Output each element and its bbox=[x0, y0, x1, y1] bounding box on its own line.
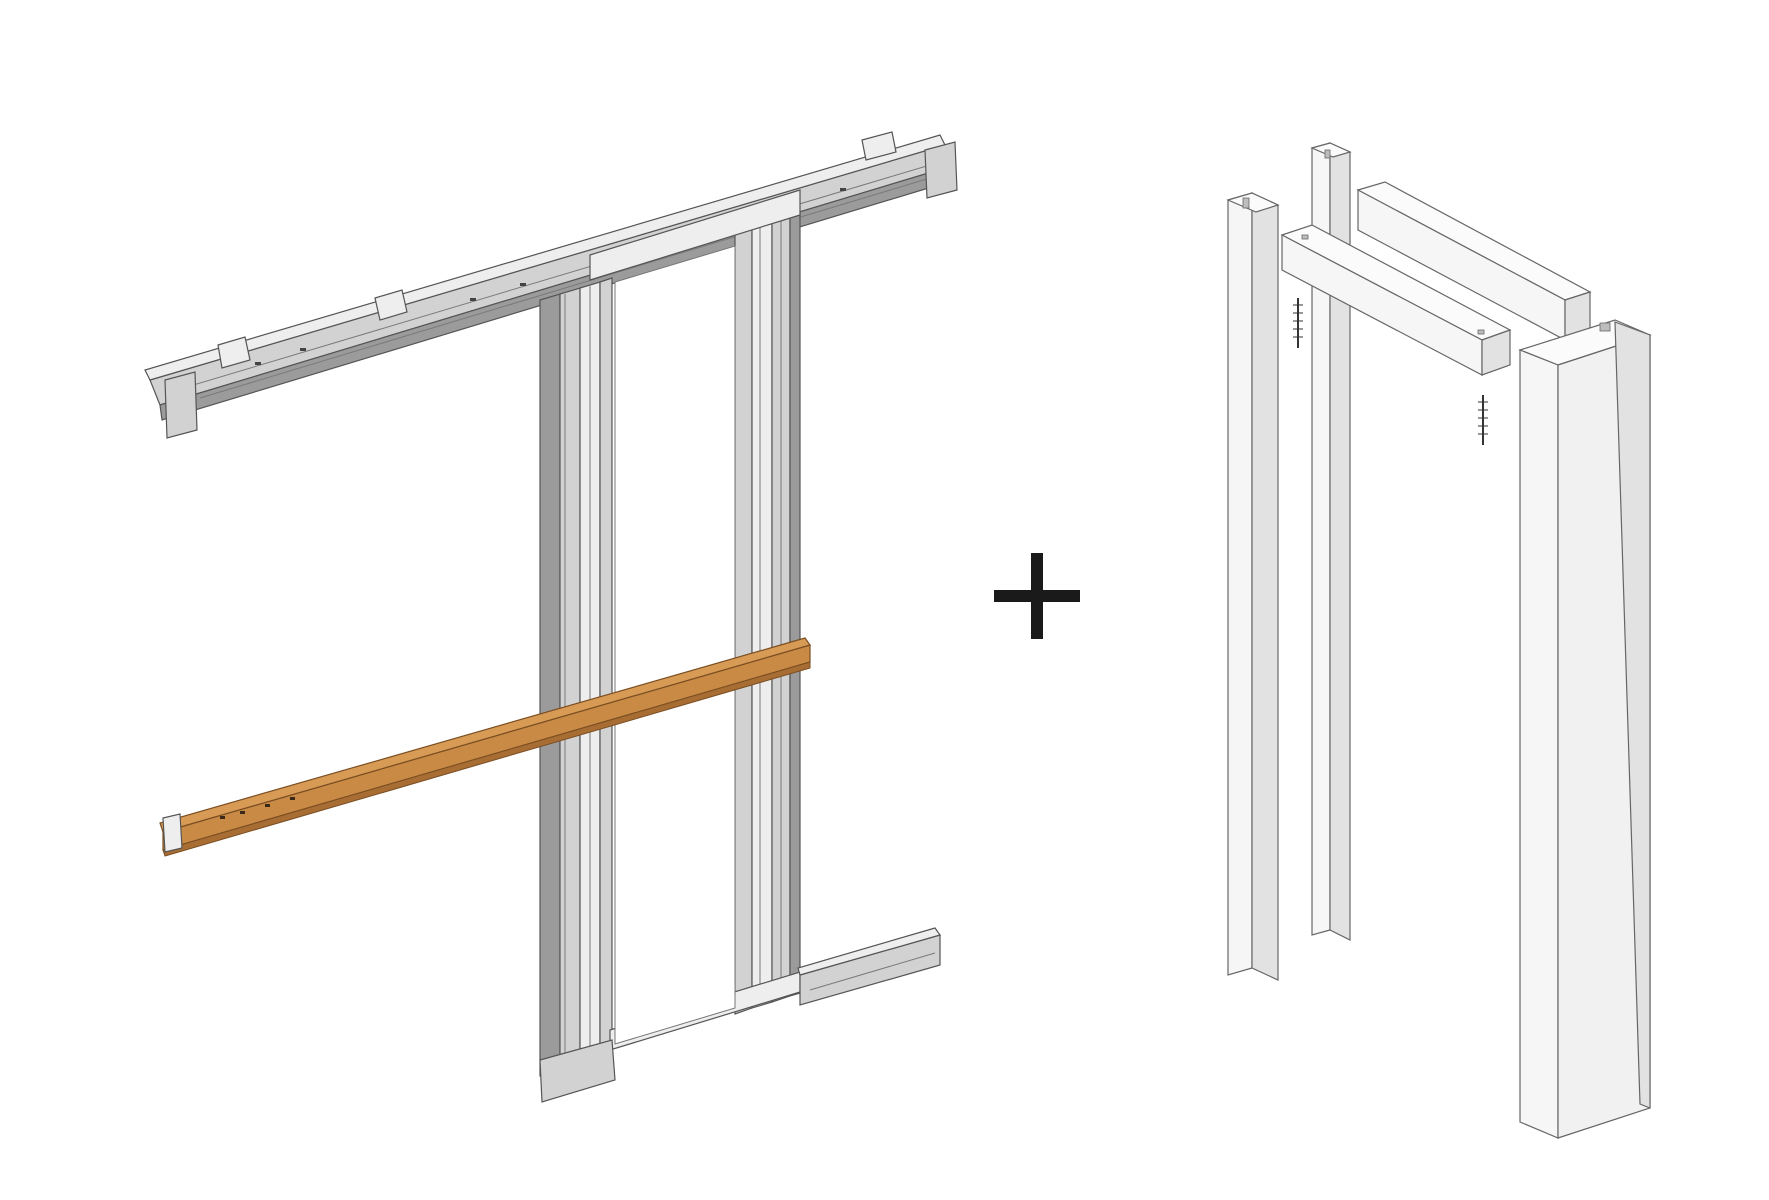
pocket-door-frame-kit bbox=[144, 131, 958, 1103]
frame-base-plate bbox=[539, 1039, 616, 1103]
frame-top-crosspiece bbox=[589, 189, 801, 281]
frame-post-right bbox=[734, 210, 801, 1015]
rail-end-bracket-left bbox=[164, 371, 198, 439]
screw-icon bbox=[1293, 298, 1303, 348]
frame-inner-opening bbox=[614, 245, 736, 1045]
rail-hanger-1 bbox=[217, 336, 251, 369]
floor-guide bbox=[797, 927, 941, 1006]
jamb-left-back bbox=[1310, 142, 1352, 941]
plus-operator bbox=[994, 553, 1080, 639]
jamb-left-front bbox=[1226, 192, 1280, 981]
rail-hanger-2 bbox=[374, 289, 408, 321]
wood-spreader-bar bbox=[159, 637, 811, 857]
rail-hanger-3 bbox=[861, 131, 897, 161]
jamb-header-front bbox=[1280, 224, 1512, 376]
jamb-header-back bbox=[1356, 181, 1592, 341]
rail-end-bracket-right bbox=[924, 141, 958, 199]
door-jamb-kit bbox=[1226, 142, 1652, 1139]
spreader-end-bracket bbox=[162, 813, 183, 853]
screw-icon bbox=[1478, 395, 1488, 445]
frame-post-left bbox=[539, 277, 613, 1077]
jamb-right-casing bbox=[1518, 319, 1652, 1139]
